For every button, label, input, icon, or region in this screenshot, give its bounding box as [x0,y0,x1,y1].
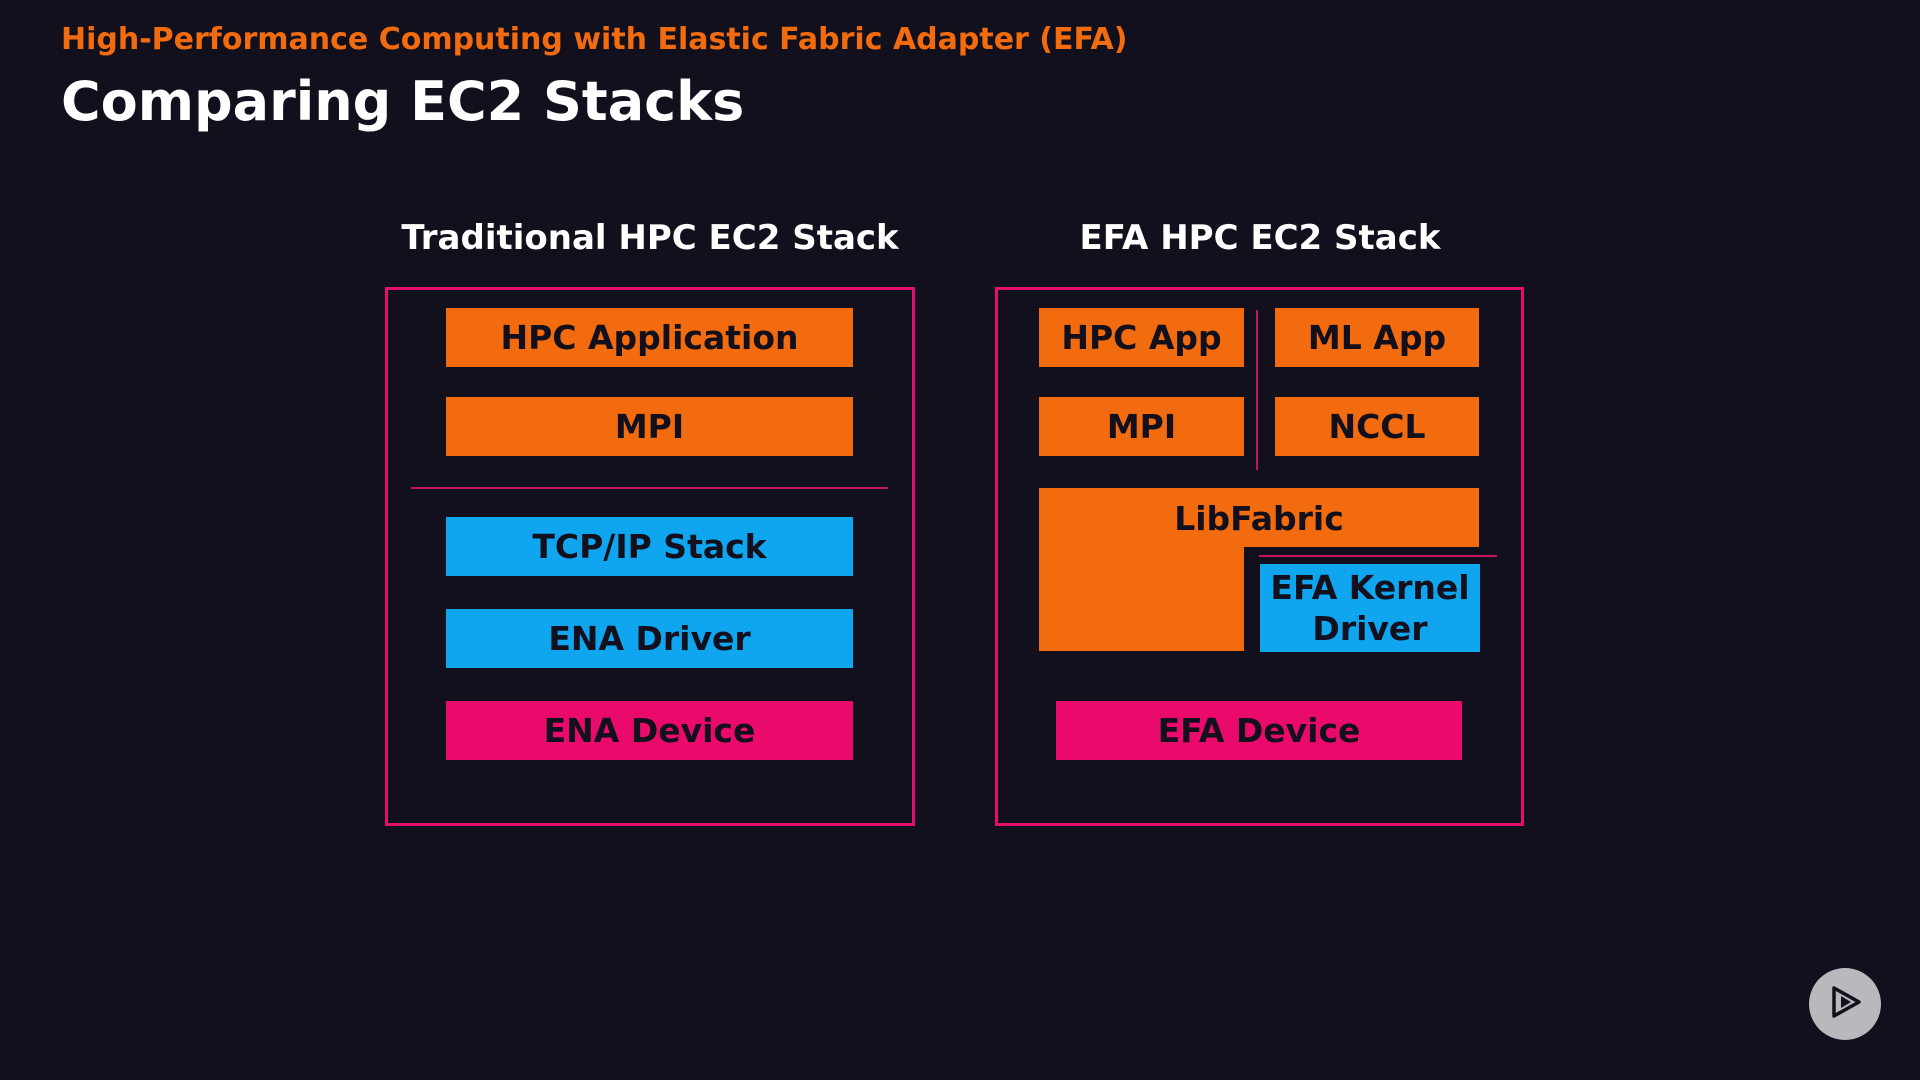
user-kernel-divider [411,487,888,489]
nccl-block: NCCL [1275,397,1479,456]
libfabric-block-bottom [1039,546,1244,651]
hpc-app-block: HPC App [1039,308,1244,367]
traditional-stack-title: Traditional HPC EC2 Stack [401,218,899,258]
ena-device-block: ENA Device [446,701,853,760]
efa-stack-frame [995,287,1524,826]
play-button[interactable] [1809,968,1881,1040]
play-icon [1825,982,1865,1026]
efa-mpi-block: MPI [1039,397,1244,456]
ml-app-block: ML App [1275,308,1479,367]
slide-title: Comparing EC2 Stacks [61,70,745,133]
libfabric-label: LibFabric [1174,498,1344,538]
traditional-mpi-block: MPI [446,397,853,456]
libfabric-block-top [1039,488,1479,547]
ena-driver-block: ENA Driver [446,609,853,668]
tcpip-stack-block: TCP/IP Stack [446,517,853,576]
efa-user-kernel-divider [1259,555,1497,557]
hpc-application-block: HPC Application [446,308,853,367]
efa-device-block: EFA Device [1056,701,1462,760]
efa-stack-title: EFA HPC EC2 Stack [1079,218,1441,258]
efa-kernel-driver-block: EFA Kernel Driver [1260,564,1480,652]
course-title: High-Performance Computing with Elastic … [61,22,1128,57]
traditional-stack-frame [385,287,915,826]
app-separator [1256,310,1258,470]
